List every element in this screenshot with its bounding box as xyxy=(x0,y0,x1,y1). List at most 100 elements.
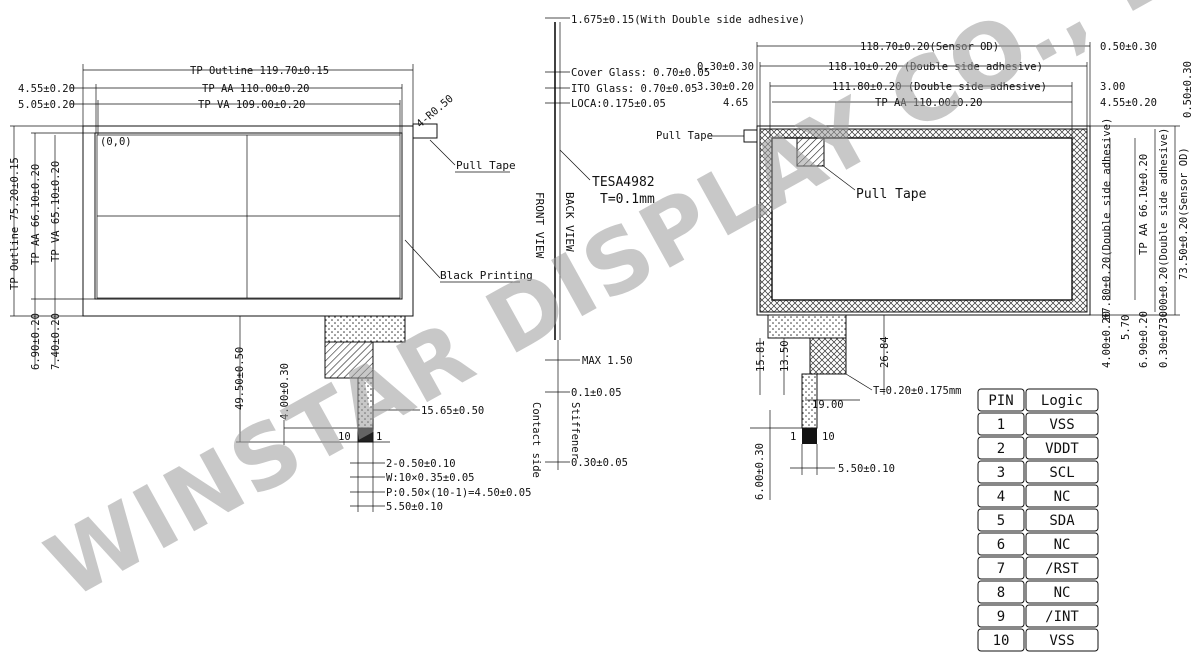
back-fpc-5-50: 5.50±0.10 xyxy=(838,463,895,475)
front-view: TP Outline 119.70±0.15 TP AA 110.00±0.20… xyxy=(9,64,533,513)
logic-header: Logic xyxy=(1041,393,1083,409)
v-4-00: 4.00±0.20 xyxy=(1101,311,1113,368)
back-tp-aa: TP AA 110.00±0.20 xyxy=(875,97,982,109)
pin-logic: SDA xyxy=(1049,513,1075,529)
v-tp-aa: TP AA 66.10±0.20 xyxy=(1138,154,1150,255)
tp-outline-height: TP Outline 75.20±0.15 xyxy=(9,157,21,290)
side-stiffener-t: 0.1±0.05 xyxy=(571,387,622,399)
pin-number: 3 xyxy=(997,465,1005,481)
back-view: 118.70±0.20(Sensor OD) 0.50±0.30 118.10±… xyxy=(656,41,1194,500)
back-r-top-050: 0.50±0.30 xyxy=(1182,61,1194,118)
dim-5-05: 5.05±0.20 xyxy=(18,99,75,111)
dsa-111: 111.80±0.20 (Double side adhesive) xyxy=(832,81,1047,93)
pin-cell xyxy=(977,580,1025,604)
fpc-length: 49.50±0.50 xyxy=(234,347,246,410)
back-fpc-15-81: 15.81 xyxy=(755,340,767,372)
v-5-70: 5.70 xyxy=(1120,315,1132,340)
pull-tape xyxy=(412,123,438,139)
logic-cell xyxy=(1025,604,1099,628)
dsa-118: 118.10±0.20 (Double side adhesive) xyxy=(828,61,1043,73)
back-fpc-neck xyxy=(809,337,847,375)
back-fpc-13-50: 13.50 xyxy=(779,340,791,372)
v-dsa-67: 67.80±0.20(Double side adhesive) xyxy=(1101,118,1113,320)
back-r-300: 3.00 xyxy=(1100,81,1125,93)
side-total-thickness: 1.675±0.15(With Double side adhesive) xyxy=(571,14,805,26)
pin-cell xyxy=(977,412,1025,436)
sensor-od-width: 118.70±0.20(Sensor OD) xyxy=(860,41,999,53)
pin-cell xyxy=(977,436,1025,460)
logic-cell xyxy=(1025,412,1099,436)
logic-cell xyxy=(1025,580,1099,604)
logic-cell xyxy=(1025,628,1099,652)
dim-2-050: 2-0.50±0.10 xyxy=(386,458,456,470)
pin-logic: VDDT xyxy=(1045,441,1079,457)
pin-logic: /RST xyxy=(1045,561,1079,577)
dim-p: P:0.50×(10-1)=4.50±0.05 xyxy=(386,487,531,499)
tp-outline-width: TP Outline 119.70±0.15 xyxy=(190,65,329,77)
back-fpc-6-00: 6.00±0.30 xyxy=(754,443,766,500)
v-sensor-od: 73.50±0.20(Sensor OD) xyxy=(1178,147,1190,280)
side-contact-side: Contact side xyxy=(530,402,542,478)
fpc-pin1: 1 xyxy=(376,431,382,443)
back-pin1: 1 xyxy=(790,431,796,443)
v-6-90: 6.90±0.20 xyxy=(1138,311,1150,368)
back-r-050: 0.50±0.30 xyxy=(1100,41,1157,53)
corner-radius: 4-R0.50 xyxy=(414,93,456,131)
pin-logic: NC xyxy=(1054,537,1071,553)
pin-logic: NC xyxy=(1054,585,1071,601)
dim-4-55: 4.55±0.20 xyxy=(18,83,75,95)
fpc-pin10: 10 xyxy=(338,431,351,443)
side-back-view: BACK VIEW xyxy=(563,192,576,252)
sensor-outline xyxy=(756,125,1091,316)
side-loca: LOCA:0.175±0.05 xyxy=(571,98,666,110)
tp-va-rect xyxy=(96,134,401,299)
logic-cell xyxy=(1025,508,1099,532)
back-fpc-stiffener xyxy=(767,314,847,339)
tp-va-width: TP VA 109.00±0.20 xyxy=(198,99,305,111)
pull-tape-label: Pull Tape xyxy=(456,159,516,172)
pin-cell xyxy=(977,532,1025,556)
side-view: 1.675±0.15(With Double side adhesive) Co… xyxy=(530,14,805,478)
side-stiffener: Stiffener xyxy=(569,402,581,459)
back-pull-tape: Pull Tape xyxy=(656,130,713,142)
side-ito-glass: ITO Glass: 0.70±0.05 xyxy=(571,83,697,95)
logic-cell xyxy=(1025,436,1099,460)
fpc-15-65: 15.65±0.50 xyxy=(421,405,484,417)
pin-logic: /INT xyxy=(1045,609,1079,625)
back-l-030: 0.30±0.30 xyxy=(697,61,754,73)
back-r-455: 4.55±0.20 xyxy=(1100,97,1157,109)
pin-cell xyxy=(977,460,1025,484)
logic-cell xyxy=(1025,556,1099,580)
pin-logic: VSS xyxy=(1049,417,1074,433)
side-front-view: FRONT VIEW xyxy=(533,192,546,259)
side-tesa-t: T=0.1mm xyxy=(600,192,655,207)
pin-cell xyxy=(977,508,1025,532)
black-printing-border xyxy=(94,132,403,300)
pin-number: 9 xyxy=(997,609,1005,625)
black-printing-label: Black Printing xyxy=(440,269,533,282)
back-l-330: 3.30±0.20 xyxy=(697,81,754,93)
pin-logic: NC xyxy=(1054,489,1071,505)
pin-number: 7 xyxy=(997,561,1005,577)
logic-cell xyxy=(1025,484,1099,508)
pin-cell xyxy=(977,604,1025,628)
logic-header-cell xyxy=(1025,388,1099,412)
dim-7-40: 7.40±0.20 xyxy=(50,313,62,370)
fpc-4-00: 4.00±0.30 xyxy=(279,363,291,420)
side-cover-glass: Cover Glass: 0.70±0.05 xyxy=(571,67,710,79)
back-fpc-26-84: 26.84 xyxy=(879,336,891,368)
dim-w: W:10×0.35±0.05 xyxy=(386,472,475,484)
origin-label: (0,0) xyxy=(100,136,132,148)
side-tesa: TESA4982 xyxy=(592,175,655,190)
v-dsa-73: 73.00±0.20(Double side adhesive) xyxy=(1158,128,1170,330)
pin-number: 4 xyxy=(997,489,1005,505)
pin-number: 10 xyxy=(993,633,1010,649)
tp-aa-width: TP AA 110.00±0.20 xyxy=(202,83,309,95)
pin-logic: SCL xyxy=(1049,465,1074,481)
pin-header-cell xyxy=(977,388,1025,412)
back-pin10: 10 xyxy=(822,431,835,443)
tp-outline xyxy=(82,125,414,317)
pin-number: 1 xyxy=(997,417,1005,433)
